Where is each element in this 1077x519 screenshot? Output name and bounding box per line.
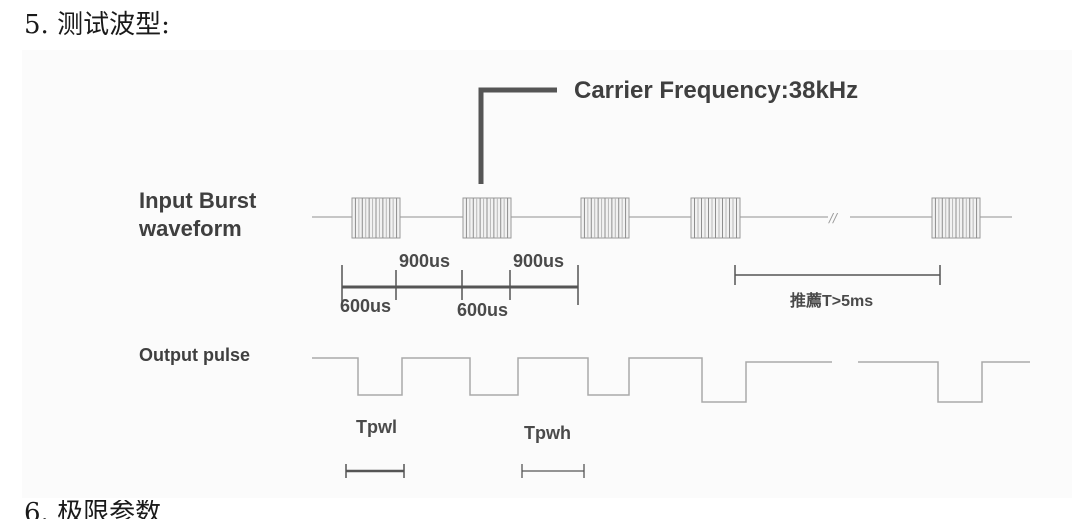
burst-1 bbox=[351, 197, 401, 239]
output-pulse-waveform bbox=[312, 357, 1030, 403]
input-label-line2: waveform bbox=[138, 216, 242, 241]
carrier-bracket-line bbox=[478, 87, 557, 184]
tpwl-dimension bbox=[345, 464, 405, 478]
next-section-heading-cut: 6. 极限参数 bbox=[24, 500, 162, 519]
timing-label-600us-b: 600us bbox=[457, 300, 508, 320]
burst-4 bbox=[690, 197, 741, 239]
gap-dimension bbox=[734, 265, 941, 285]
timing-label-900us-a: 900us bbox=[399, 251, 450, 271]
tpwh-dimension bbox=[521, 464, 585, 478]
output-pulse-trace-after-break bbox=[858, 361, 1030, 403]
timing-dimension-lines bbox=[341, 265, 579, 305]
waveform-diagram-svg: Carrier Frequency:38kHz Input Burst wave… bbox=[138, 77, 1030, 478]
timing-label-900us-b: 900us bbox=[513, 251, 564, 271]
input-label-line1: Input Burst bbox=[139, 188, 257, 213]
break-gap bbox=[828, 210, 850, 224]
timing-label-600us-a: 600us bbox=[340, 296, 391, 316]
waveform-diagram: Carrier Frequency:38kHz Input Burst wave… bbox=[22, 50, 1072, 498]
carrier-frequency-label: Carrier Frequency:38kHz bbox=[574, 77, 858, 104]
gap-label: 推薦T>5ms bbox=[790, 291, 873, 310]
break-mark: // bbox=[828, 211, 839, 225]
tpwh-label: Tpwh bbox=[524, 423, 571, 443]
burst-group bbox=[351, 197, 981, 239]
burst-3 bbox=[580, 197, 630, 239]
output-pulse-label: Output pulse bbox=[139, 345, 250, 365]
tpwl-label: Tpwl bbox=[356, 417, 397, 437]
section-heading: 5. 测试波型: bbox=[24, 10, 170, 40]
burst-5 bbox=[931, 197, 981, 239]
burst-2 bbox=[462, 197, 512, 239]
output-pulse-trace bbox=[312, 357, 832, 403]
carrier-callout: Carrier Frequency:38kHz bbox=[478, 77, 858, 184]
